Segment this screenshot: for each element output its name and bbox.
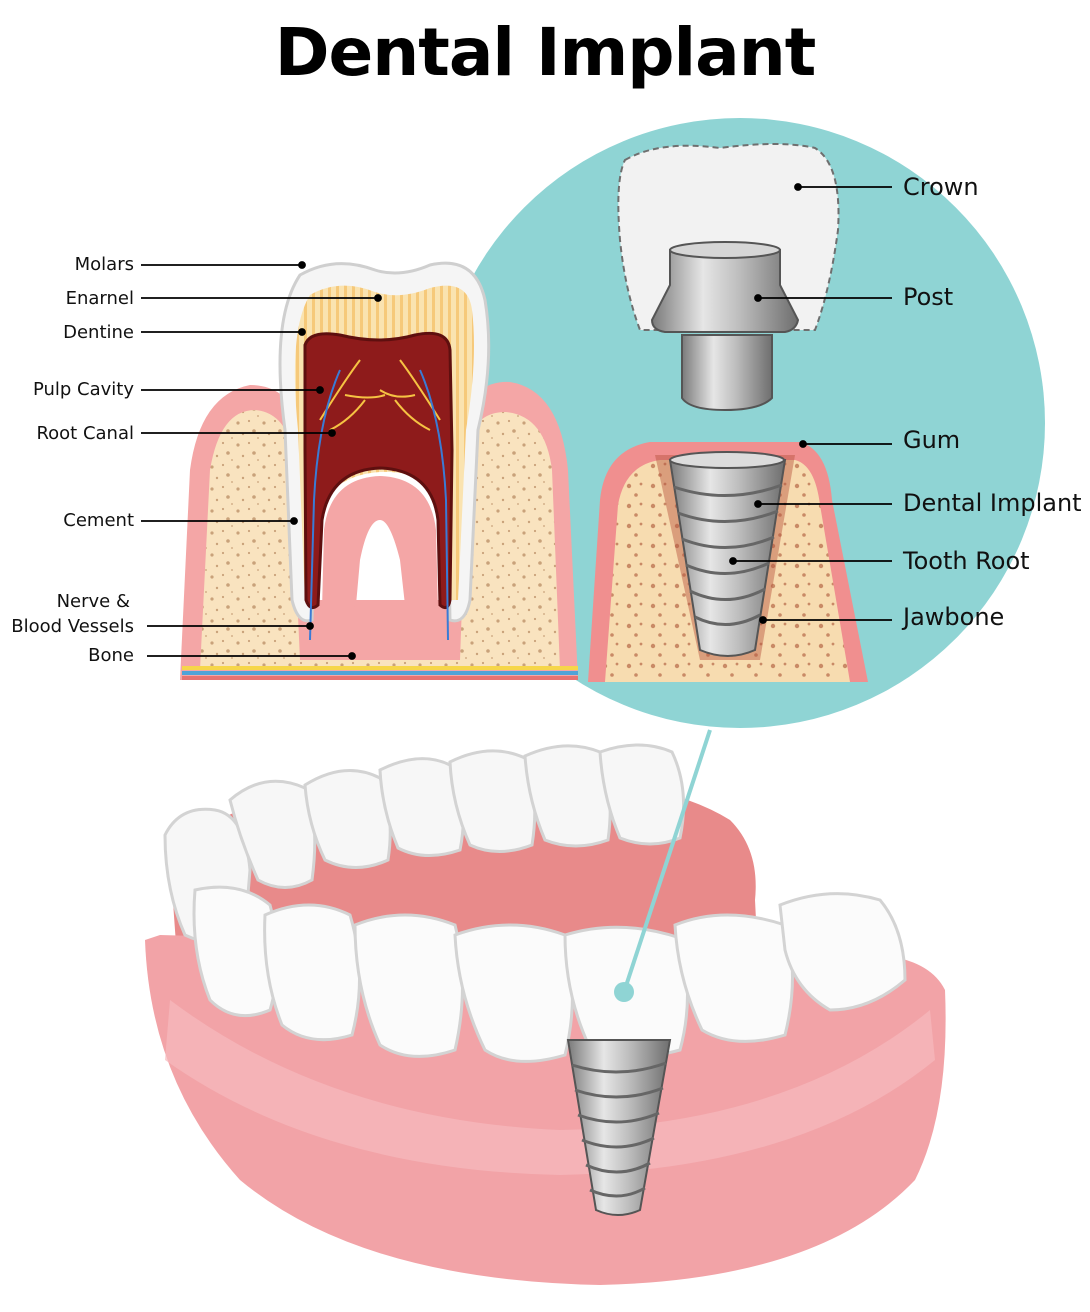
- tooth-inner-gum: [322, 476, 438, 614]
- post-top: [650, 249, 800, 333]
- tooth-pulp: [303, 331, 454, 610]
- label-pulp-cavity: Pulp Cavity: [32, 379, 134, 400]
- label-crown: Crown: [903, 173, 979, 201]
- jaw-implant-screw: [566, 1039, 672, 1216]
- label-cement: Cement: [63, 510, 134, 531]
- zoom-circle: [435, 118, 1045, 728]
- label-molars: Molars: [74, 254, 134, 275]
- label-dental-implant: Dental Implant: [903, 489, 1082, 517]
- label-nerve-line2: Blood Vessels: [11, 616, 134, 637]
- right-leader-lines: [729, 183, 892, 624]
- label-enamel: Enarnel: [65, 288, 134, 309]
- label-post: Post: [903, 283, 954, 311]
- implant-screw: [668, 459, 787, 657]
- label-bone: Bone: [88, 645, 134, 666]
- label-tooth-root: Tooth Root: [903, 547, 1030, 575]
- label-root-canal: Root Canal: [36, 423, 134, 444]
- implant-components: [588, 143, 868, 682]
- tooth-cross-section: [180, 261, 578, 680]
- page-title: Dental Implant: [274, 14, 817, 91]
- label-dentine: Dentine: [63, 322, 134, 343]
- jaw-model: [145, 729, 946, 1285]
- label-jawbone: Jawbone: [903, 603, 1005, 631]
- post-base: [681, 334, 773, 412]
- left-leader-lines: [141, 261, 382, 660]
- label-nerve-line1: Nerve &: [56, 591, 130, 612]
- label-gum: Gum: [903, 426, 961, 454]
